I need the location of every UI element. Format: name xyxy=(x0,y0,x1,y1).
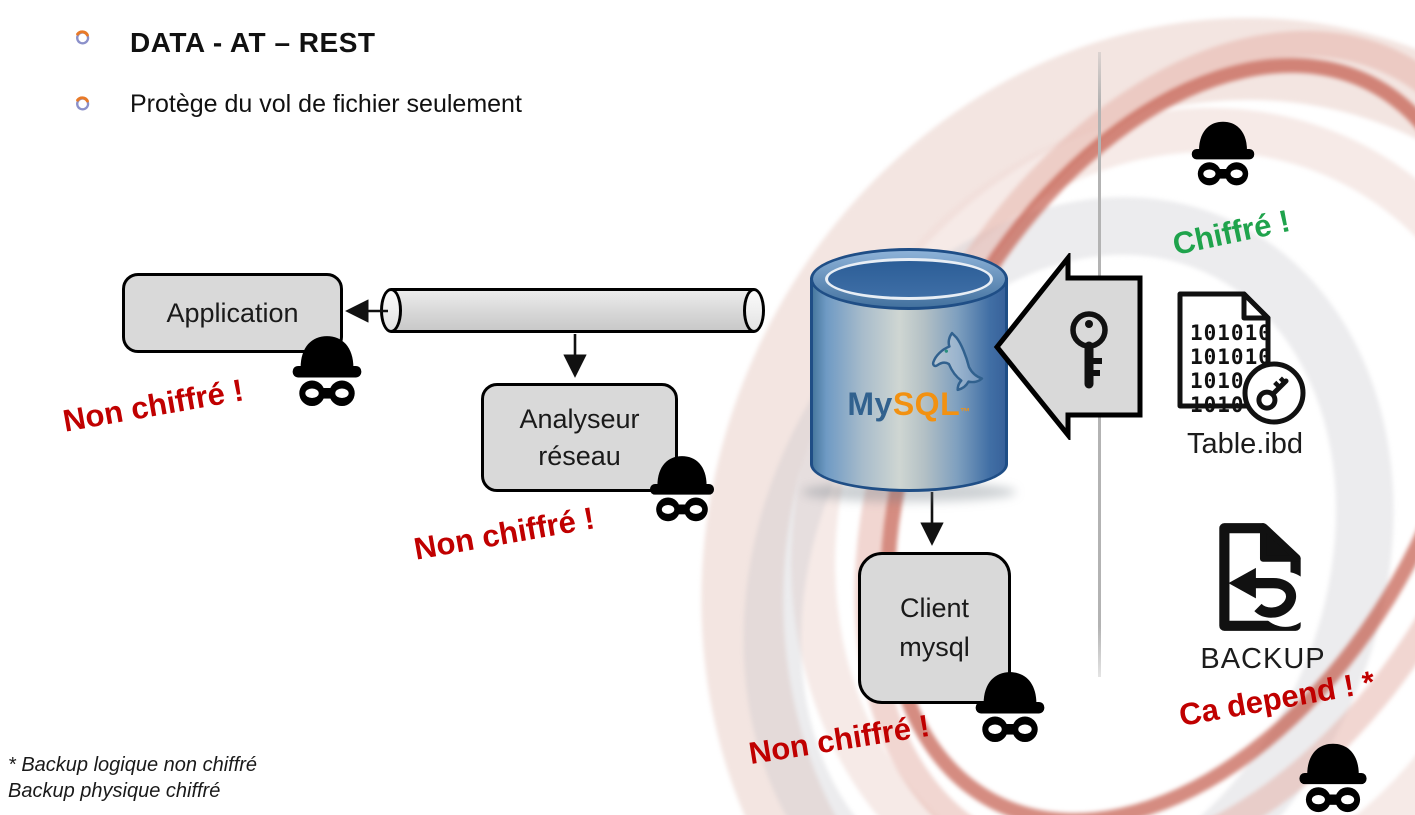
thief-icon xyxy=(641,444,723,524)
application-label: Application xyxy=(166,297,299,328)
binary-file-outline xyxy=(1177,291,1271,409)
mysql-client-box: Client mysql xyxy=(858,552,1011,704)
slide-title: DATA - AT – REST xyxy=(130,27,376,58)
cylinder-body xyxy=(810,278,1008,492)
mysql-wordmark-sql: SQL xyxy=(892,386,961,422)
mysql-database-cylinder: MySQL™ xyxy=(802,248,1016,502)
mysql-wordmark-tm: ™ xyxy=(960,407,971,418)
encrypted-table-file-icon: 101010 101010 1010 1010 xyxy=(1177,291,1306,425)
table-ibd-label: Table.ibd xyxy=(1186,428,1304,460)
application-box: Application xyxy=(122,273,343,353)
thief-icon xyxy=(1290,727,1376,815)
restore-arrow xyxy=(1228,567,1297,618)
network-pipe-right-cap xyxy=(743,288,765,333)
ring-bullet-icon xyxy=(76,30,90,45)
encryption-key-arrow xyxy=(993,253,1143,440)
binary-row: 101010 xyxy=(1190,345,1272,369)
client-label-line2: mysql xyxy=(899,632,970,662)
footnote-line2: Backup physique chiffré xyxy=(8,780,221,802)
mysql-dolphin-icon xyxy=(931,331,984,392)
thief-icon xyxy=(1183,108,1263,190)
thief-icon xyxy=(966,658,1054,746)
ring-bullet-icon xyxy=(76,96,90,111)
backup-label: BACKUP xyxy=(1200,643,1326,675)
analyseur-label-line2: réseau xyxy=(538,440,621,471)
backup-file-icon xyxy=(1219,523,1310,631)
analyseur-label-line1: Analyseur xyxy=(519,404,640,435)
mysql-wordmark-my: My xyxy=(847,386,893,422)
network-analyzer-box: Analyseur réseau xyxy=(481,383,678,492)
block-arrow-shape xyxy=(993,253,1143,440)
client-label-line1: Client xyxy=(899,592,969,623)
footnote: * Backup logique non chiffré Backup phys… xyxy=(8,752,257,804)
thief-icon xyxy=(283,324,371,408)
network-pipe xyxy=(391,288,754,333)
footnote-line1: * Backup logique non chiffré xyxy=(8,754,258,776)
mysql-wordmark: MySQL™ xyxy=(810,386,1008,423)
cylinder-top xyxy=(810,248,1008,310)
binary-row: 1010 xyxy=(1190,393,1245,417)
folded-corner xyxy=(1241,291,1271,321)
folded-corner xyxy=(1259,523,1301,562)
network-pipe-left-cap xyxy=(380,288,402,333)
slide-subtitle: Protège du vol de fichier seulement xyxy=(130,90,522,118)
binary-row: 101010 xyxy=(1190,321,1272,345)
key-icon xyxy=(1256,376,1289,411)
binary-row: 1010 xyxy=(1190,369,1245,393)
key-icon xyxy=(1070,311,1108,389)
